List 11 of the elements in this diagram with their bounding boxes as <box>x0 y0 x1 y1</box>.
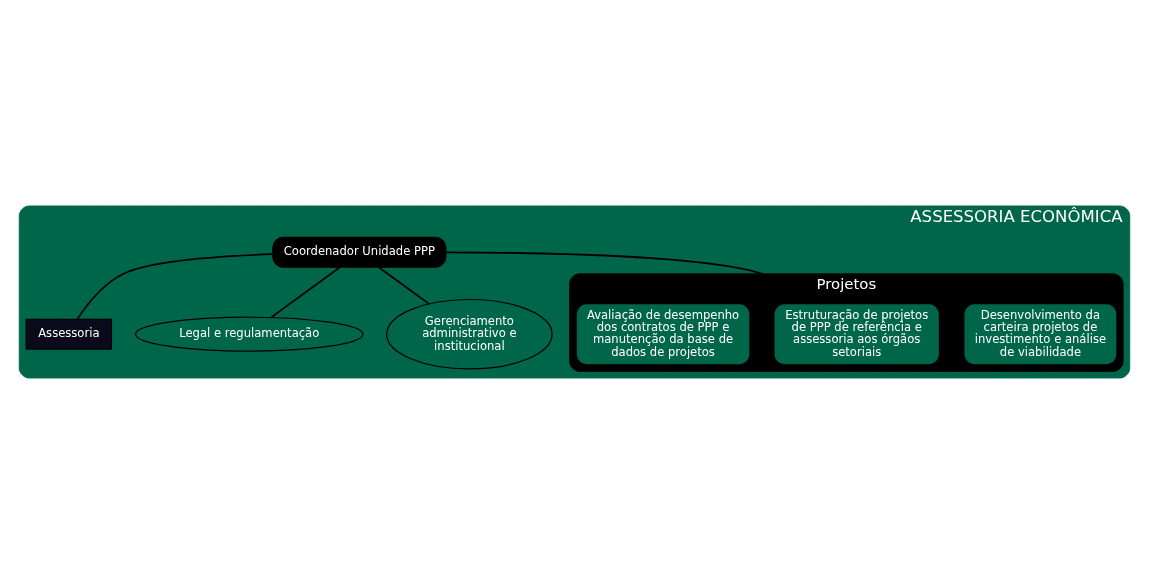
connector <box>445 251 764 275</box>
connector <box>377 265 430 305</box>
node-box: Coordenador Unidade PPP <box>272 236 447 268</box>
node-ellipse: Gerenciamento administrativo e institucional <box>386 298 553 370</box>
node-box: Estruturação de projetos de PPP de referência e assessoria aos órgãos setoriais <box>773 302 941 365</box>
connector <box>270 265 341 318</box>
node-box: Assessoria <box>25 318 113 350</box>
connector <box>76 252 274 320</box>
node-box: Avaliação de desempenho dos contratos de PPP e manutenção da base de dados de projetos <box>575 302 751 365</box>
node-ellipse: Legal e regulamentação <box>134 316 364 352</box>
node-box: Desenvolvimento da carteira projetos de investimento e análise de viabilidade <box>963 302 1118 365</box>
